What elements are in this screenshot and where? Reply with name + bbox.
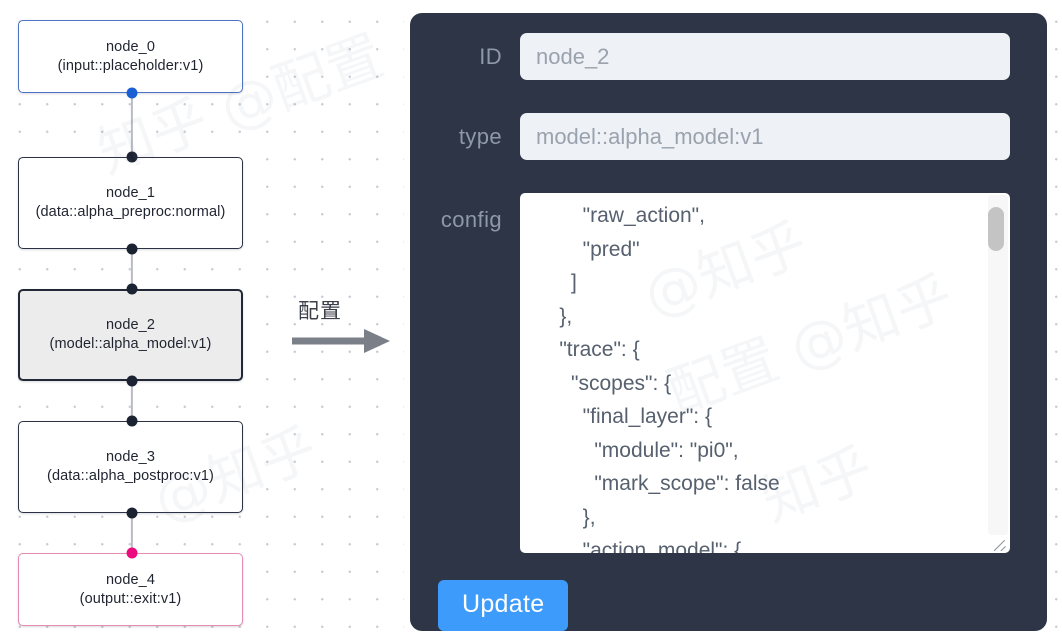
node-config-panel: ID type config "raw_action", "pred" ] },… (410, 13, 1047, 631)
id-field-label: ID (479, 43, 502, 69)
port-node_2-top[interactable] (126, 283, 138, 295)
node-type-label: (data::alpha_preproc:normal) (35, 204, 226, 220)
node-id-label: node_0 (106, 38, 155, 55)
graph-canvas[interactable]: node_0 (input::placeholder:v1) node_1 (d… (0, 0, 404, 643)
config-textarea[interactable]: "raw_action", "pred" ] }, "trace": { "sc… (520, 193, 1010, 553)
port-node_0-bottom[interactable] (126, 87, 138, 99)
config-scrollbar-thumb[interactable] (988, 207, 1004, 251)
node-id-label: node_1 (106, 185, 155, 201)
edge-node2-node3 (130, 381, 134, 421)
edge-node0-node1 (130, 93, 134, 157)
graph-node-node_3[interactable]: node_3 (data::alpha_postproc:v1) (18, 421, 243, 513)
port-node_2-bottom[interactable] (126, 375, 138, 387)
port-node_1-bottom[interactable] (126, 243, 138, 255)
update-button[interactable]: Update (438, 580, 569, 631)
id-input[interactable] (520, 33, 1010, 80)
graph-node-node_4[interactable]: node_4 (output::exit:v1) (18, 553, 243, 626)
port-node_3-top[interactable] (126, 415, 138, 427)
flow-arrow-label: 配置 (298, 299, 342, 323)
config-textarea-wrapper: "raw_action", "pred" ] }, "trace": { "sc… (520, 193, 1010, 553)
type-input[interactable] (520, 113, 1010, 160)
node-type-label: (model::alpha_model:v1) (49, 336, 212, 352)
graph-node-node_1[interactable]: node_1 (data::alpha_preproc:normal) (18, 157, 243, 249)
edge-node3-node4 (130, 513, 134, 553)
config-field-label: config (440, 207, 502, 232)
node-id-label: node_4 (106, 571, 155, 588)
flow-arrow-annotation: 配置 (290, 295, 400, 365)
edge-node1-node2 (130, 249, 134, 289)
port-node_4-top[interactable] (126, 547, 138, 559)
port-node_3-bottom[interactable] (126, 507, 138, 519)
node-type-label: (output::exit:v1) (79, 590, 182, 607)
node-type-label: (data::alpha_postproc:v1) (47, 468, 214, 484)
graph-node-node_2[interactable]: node_2 (model::alpha_model:v1) (18, 289, 243, 381)
node-id-label: node_2 (106, 317, 155, 333)
arrow-right-icon (292, 329, 390, 353)
id-field-row: ID (410, 33, 1047, 80)
graph-node-node_0[interactable]: node_0 (input::placeholder:v1) (18, 20, 243, 93)
type-field-row: type (410, 113, 1047, 160)
node-id-label: node_3 (106, 449, 155, 465)
port-node_1-top[interactable] (126, 151, 138, 163)
config-scrollbar-track[interactable] (988, 195, 1008, 535)
node-type-label: (input::placeholder:v1) (57, 57, 204, 74)
resize-handle-icon[interactable] (989, 533, 1007, 551)
type-field-label: type (458, 123, 502, 149)
config-field-row: config "raw_action", "pred" ] }, "trace"… (410, 193, 1047, 553)
